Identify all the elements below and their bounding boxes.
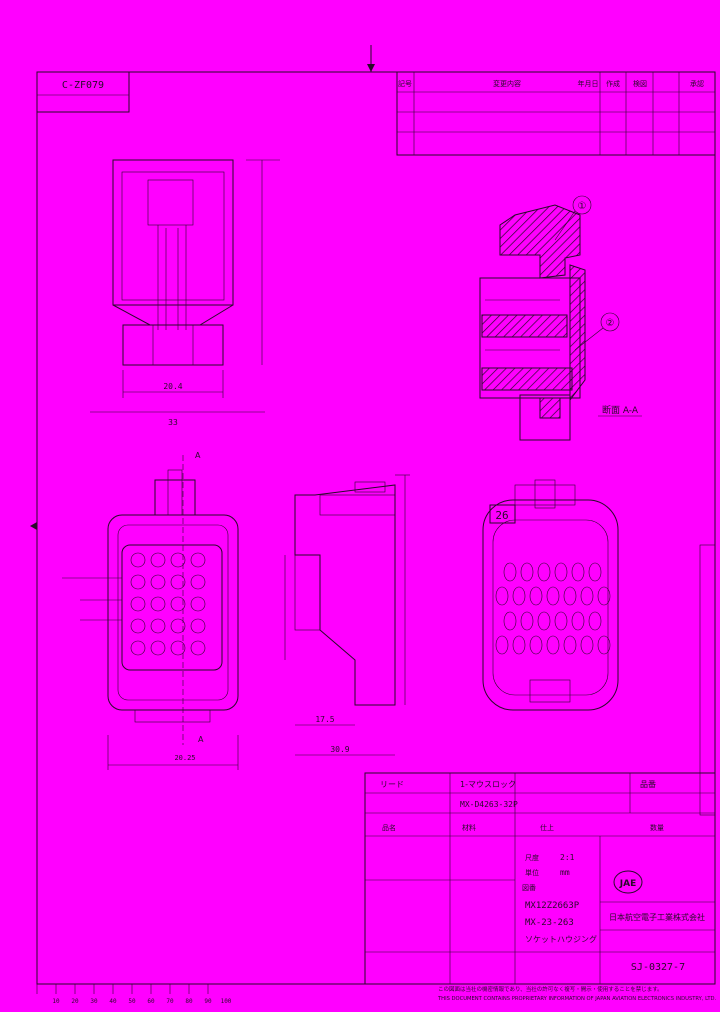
bottom-ruler: 10 20 30 40 50 60 70 80 90 100 xyxy=(36,983,232,1005)
callout-1-circle xyxy=(572,195,592,215)
ruler-tick: 70 xyxy=(166,998,174,1005)
jae-logo: JAE xyxy=(613,870,643,894)
rear-contact-grid xyxy=(495,562,611,655)
title-block: リード 1-マウスロック 品番 MX-D4263-32P 品名 材料 仕上 数量… xyxy=(364,772,716,985)
ruler-tick: 10 xyxy=(52,998,60,1005)
revision-block: 記号 変更内容 年月日 作成 検図 承認 xyxy=(396,71,716,156)
footer-note-jp: この図面は当社の機密情報であり、当社の許可なく複写・開示・使用することを禁じます… xyxy=(438,985,663,993)
rev-col-author: 作成 xyxy=(606,79,620,88)
tb-head-material: 材料 xyxy=(462,823,476,832)
ruler-tick: 60 xyxy=(147,998,155,1005)
callout-1: ① xyxy=(578,201,587,212)
dim-side-b: 30.9 xyxy=(330,745,349,754)
tb-scale-label: 尺度 xyxy=(525,853,539,862)
rear-view: 26 xyxy=(482,479,619,711)
side-view: 17.5 30.9 xyxy=(284,474,410,756)
section-mark-bottom: A xyxy=(198,735,204,744)
center-arrow-left xyxy=(30,522,37,530)
section-view: ① ② 断面 A-A xyxy=(479,195,642,441)
tb-row1-part: 1-マウスロック xyxy=(460,780,516,789)
ruler-tick: 90 xyxy=(204,998,212,1005)
tb-drawing-no: MX12Z2663P xyxy=(525,901,580,911)
front-view: A A 20.25 xyxy=(62,451,239,770)
callout-2: ② xyxy=(606,318,615,329)
tb-unit-label: 単位 xyxy=(525,868,539,877)
ruler-tick: 80 xyxy=(185,998,193,1005)
rev-col-check: 検図 xyxy=(633,79,647,88)
tb-company-jp: 日本航空電子工業株式会社 xyxy=(609,912,705,922)
ruler-tick: 20 xyxy=(71,998,79,1005)
corner-number: C-ZF079 xyxy=(62,80,104,91)
ruler-tick: 50 xyxy=(128,998,136,1005)
dim-top-total: 33 xyxy=(168,418,178,427)
ruler-tick: 40 xyxy=(109,998,117,1005)
section-label: 断面 A-A xyxy=(602,404,639,416)
tb-part-no-2: MX-23-263 xyxy=(525,918,574,928)
top-view: 20.4 33 xyxy=(90,159,280,427)
dim-side-a: 17.5 xyxy=(315,715,334,724)
tb-scale-value: 2:1 xyxy=(560,853,575,862)
cavity-count: 26 xyxy=(495,509,508,522)
tb-row2-part: MX-D4263-32P xyxy=(460,800,518,809)
rev-col-date: 年月日 xyxy=(578,79,599,88)
tb-row1-type: 品番 xyxy=(640,779,656,789)
front-contact-grid xyxy=(130,552,206,656)
right-edge-strip xyxy=(699,544,716,816)
tb-row1-label: リード xyxy=(380,780,404,789)
tb-drawing-no-label: 図番 xyxy=(522,884,536,892)
rev-col-mark: 記号 xyxy=(398,79,412,88)
tb-product-name: ソケットハウジング xyxy=(525,934,597,944)
tb-head-finish: 仕上 xyxy=(540,823,554,832)
rev-col-content: 変更内容 xyxy=(493,79,521,88)
tb-unit-value: mm xyxy=(560,868,570,877)
callout-2-circle xyxy=(600,312,620,332)
center-arrow-top xyxy=(367,64,375,72)
section-mark-top: A xyxy=(195,451,201,460)
sheet-border xyxy=(36,71,716,985)
ruler-tick: 100 xyxy=(221,998,232,1005)
corner-number-box: C-ZF079 xyxy=(36,71,130,113)
dim-top-width: 20.4 xyxy=(163,382,182,391)
rev-col-approve: 承認 xyxy=(690,79,704,88)
ruler-tick: 30 xyxy=(90,998,98,1005)
company-logo-text: JAE xyxy=(619,879,636,889)
dim-bottom: 20.25 xyxy=(174,754,195,762)
tb-head-qty: 数量 xyxy=(650,823,664,832)
footer-note-en: THIS DOCUMENT CONTAINS PROPRIETARY INFOR… xyxy=(437,996,716,1002)
tb-sheet-no: SJ-0327-7 xyxy=(631,962,685,973)
tb-head-name: 品名 xyxy=(382,823,396,832)
